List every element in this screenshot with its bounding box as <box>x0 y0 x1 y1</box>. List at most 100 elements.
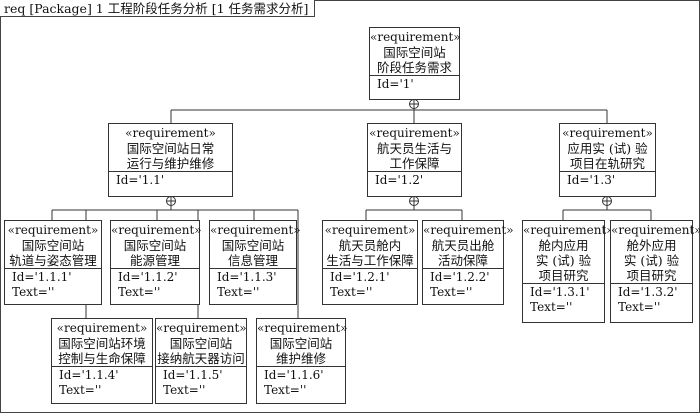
requirement-header: «requirement»国际空间站日常运行与维护维修 <box>109 124 232 171</box>
frame-label: req [Package] 1 工程阶段任务分析 [1 任务需求分析] <box>0 0 316 17</box>
requirement-properties: Id='1.1.6'Text='' <box>257 366 345 398</box>
requirement-property: Id='1.1.4' <box>59 368 119 382</box>
requirement-name-line: 接纳航天器访问 <box>157 351 245 366</box>
containment-marker-1 <box>409 99 419 109</box>
requirement-property: Text='' <box>118 285 161 299</box>
requirement-property: Id='1.1.5' <box>163 368 223 382</box>
requirement-header: «requirement»航天员出舱活动保障 <box>423 221 514 268</box>
requirement-name-line: 舱内应用 <box>538 238 589 253</box>
requirement-properties: Id='1.3' <box>560 171 655 188</box>
requirement-property: Text='' <box>217 285 260 299</box>
requirement-property: Id='1.1.3' <box>217 270 277 284</box>
requirement-property: Id='1.1.1' <box>12 270 72 284</box>
stereotype-label: «requirement» <box>111 223 202 237</box>
requirement-name-line: 航天员生活与 <box>376 141 452 156</box>
requirement-name-line: 实 (试) 验 <box>535 253 592 268</box>
stereotype-label: «requirement» <box>125 126 216 140</box>
requirement-header: «requirement»国际空间站阶段任务需求 <box>370 28 461 75</box>
containment-marker-1.2 <box>409 196 419 206</box>
containment-marker-1.3 <box>602 196 612 206</box>
requirement-properties: Id='1.1.4'Text='' <box>52 366 152 398</box>
requirement-1.2[interactable]: «requirement»航天员生活与工作保障 Id='1.2' <box>367 123 462 197</box>
stereotype-label: «requirement» <box>7 223 99 237</box>
requirement-1.1[interactable]: «requirement»国际空间站日常运行与维护维修 Id='1.1' <box>108 123 233 197</box>
requirement-header: «requirement»舱外应用实 (试) 验项目研究 <box>611 221 700 283</box>
requirement-properties: Id='1.1.2'Text='' <box>111 268 199 300</box>
requirement-name-line: 国际空间站 <box>221 238 285 253</box>
requirement-name-line: 运行与维护维修 <box>126 156 215 171</box>
requirement-property: Text='' <box>264 383 307 397</box>
requirement-name-line: 控制与生命保障 <box>58 351 146 366</box>
requirement-name-line: 实 (试) 验 <box>623 253 680 268</box>
requirement-property: Id='1.1' <box>116 173 165 187</box>
requirement-header: «requirement»航天员生活与工作保障 <box>368 124 461 171</box>
requirement-property: Text='' <box>59 383 102 397</box>
requirement-property: Id='1.3.2' <box>618 285 678 299</box>
requirement-name-line: 国际空间站环境 <box>58 336 146 351</box>
requirement-property: Id='1.1.2' <box>118 270 178 284</box>
requirement-property: Text='' <box>163 383 206 397</box>
stereotype-label: «requirement» <box>562 126 653 140</box>
requirement-property: Text='' <box>430 285 473 299</box>
requirement-name-line: 国际空间站 <box>269 336 333 351</box>
requirement-name-line: 活动保障 <box>437 253 488 268</box>
stereotype-label: «requirement» <box>156 321 247 335</box>
requirement-properties: Id='1.2' <box>368 171 461 188</box>
requirement-properties: Id='1.1.3'Text='' <box>210 268 296 300</box>
stereotype-label: «requirement» <box>56 321 148 335</box>
requirement-property: Text='' <box>530 300 573 314</box>
requirement-name-line: 国际空间站 <box>383 45 446 60</box>
stereotype-label: «requirement» <box>423 223 514 237</box>
requirement-properties: Id='1.3.2'Text='' <box>611 283 692 315</box>
stereotype-label: «requirement» <box>523 223 614 237</box>
requirement-property: Id='1.2.2' <box>430 270 490 284</box>
requirement-name-line: 国际空间站 <box>169 336 233 351</box>
requirement-name-line: 生活与工作保障 <box>326 253 414 268</box>
requirement-property: Text='' <box>12 285 55 299</box>
requirement-1.1.1[interactable]: «requirement»国际空间站轨道与姿态管理 Id='1.1.1'Text=… <box>4 220 102 305</box>
requirement-name-line: 工作保障 <box>389 156 440 171</box>
requirement-properties: Id='1' <box>370 75 459 92</box>
requirement-header: «requirement»国际空间站能源管理 <box>111 221 202 268</box>
requirement-property: Id='1.2.1' <box>330 270 390 284</box>
requirement-header: «requirement»航天员舱内生活与工作保障 <box>323 221 417 268</box>
requirement-name-line: 舱外应用 <box>626 238 677 253</box>
requirement-properties: Id='1.1.5'Text='' <box>156 366 246 398</box>
requirement-property: Id='1.1.6' <box>264 368 324 382</box>
requirement-properties: Id='1.2.2'Text='' <box>423 268 503 300</box>
requirement-1.3[interactable]: «requirement»应用实 (试) 验项目在轨研究 Id='1.3' <box>559 123 656 197</box>
requirement-property: Id='1.2' <box>375 173 424 187</box>
requirement-header: «requirement»舱内应用实 (试) 验项目研究 <box>523 221 614 283</box>
requirement-header: «requirement»国际空间站维护维修 <box>257 319 348 366</box>
requirement-name-line: 应用实 (试) 验 <box>567 141 648 156</box>
requirement-properties: Id='1.1' <box>109 171 232 188</box>
requirement-header: «requirement»国际空间站信息管理 <box>210 221 301 268</box>
requirement-property: Text='' <box>618 300 661 314</box>
requirement-name-line: 国际空间站 <box>21 238 85 253</box>
stereotype-label: «requirement» <box>370 30 461 44</box>
requirement-property: Id='1.3.1' <box>530 285 590 299</box>
requirement-properties: Id='1.2.1'Text='' <box>323 268 417 300</box>
requirement-header: «requirement»国际空间站接纳航天器访问 <box>156 319 247 366</box>
requirement-property: Text='' <box>330 285 373 299</box>
stereotype-label: «requirement» <box>210 223 301 237</box>
requirement-properties: Id='1.3.1'Text='' <box>523 283 604 315</box>
requirement-header: «requirement»国际空间站轨道与姿态管理 <box>5 221 101 268</box>
frame-label-text: req [Package] 1 工程阶段任务分析 [1 任务需求分析] <box>4 1 309 16</box>
requirement-name-line: 国际空间站 <box>123 238 187 253</box>
requirement-property: Id='1.3' <box>567 173 616 187</box>
requirement-name-line: 项目在轨研究 <box>569 156 645 171</box>
requirement-name-line: 轨道与姿态管理 <box>9 253 97 268</box>
requirement-name-line: 项目研究 <box>538 268 589 283</box>
